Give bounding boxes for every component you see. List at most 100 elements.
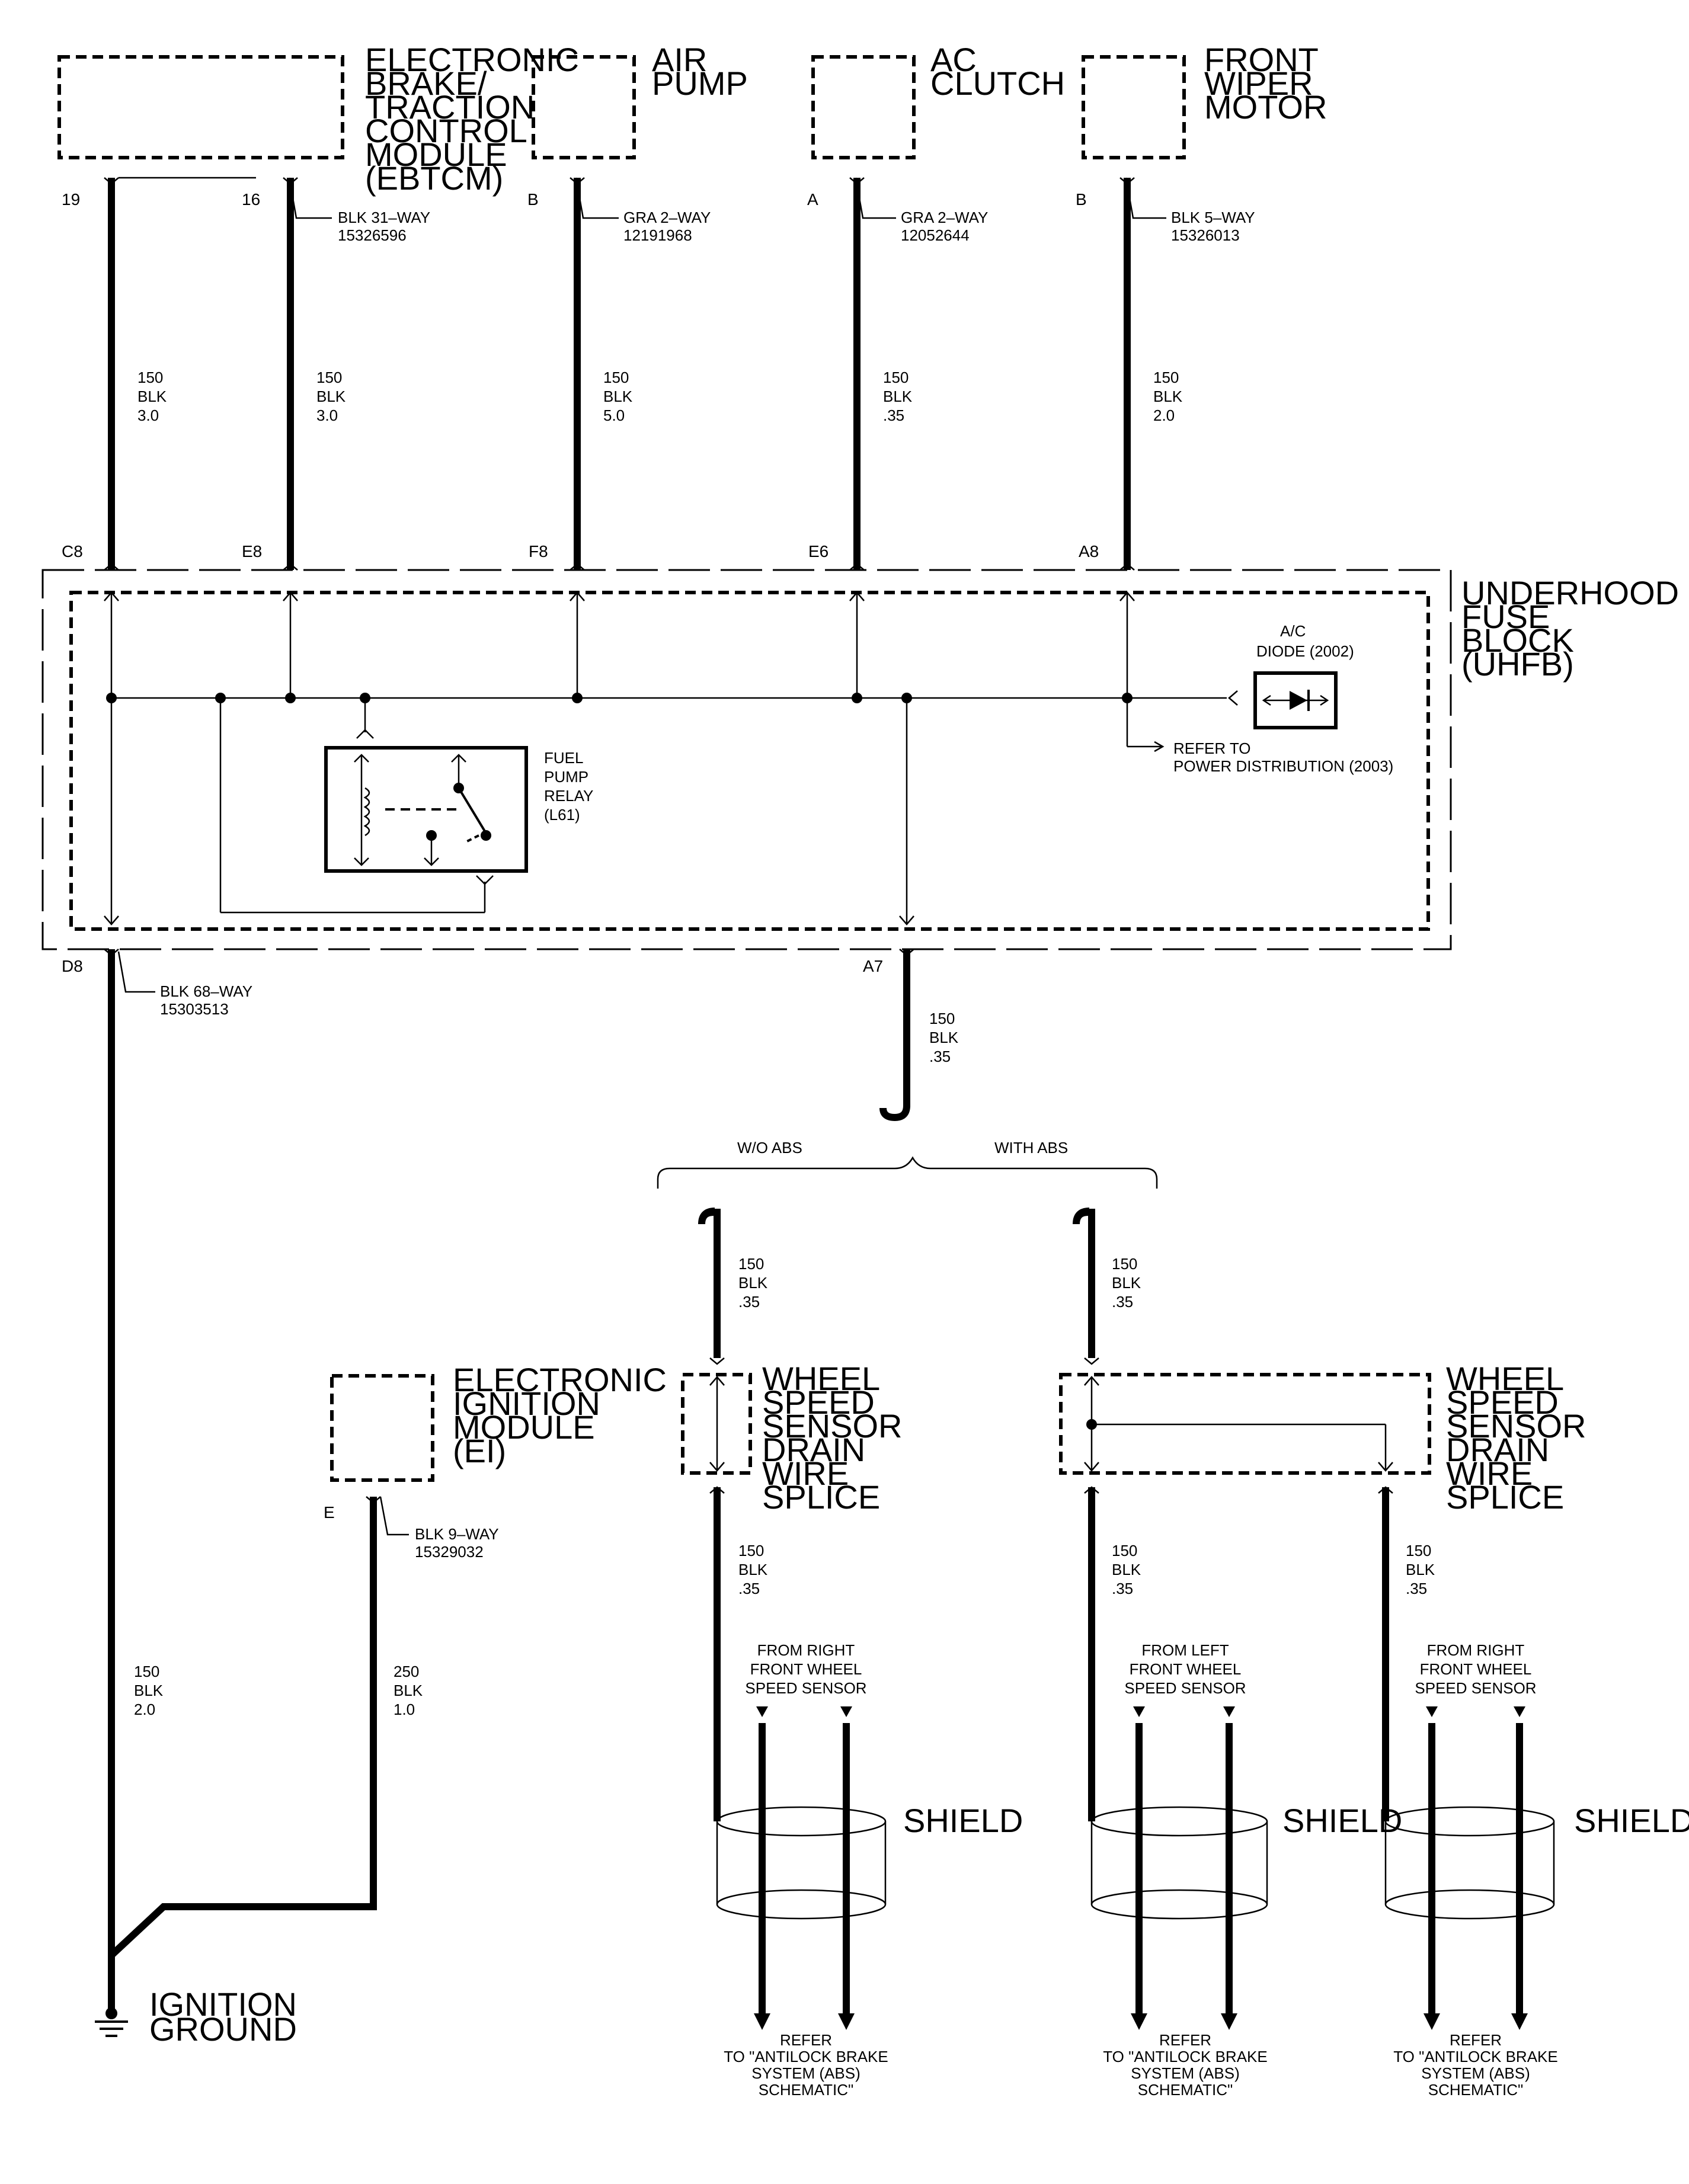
arrow-e8 [283, 591, 298, 601]
splice-withabs-label-6: SPLICE [1446, 1478, 1564, 1516]
relay-pin-top [356, 729, 374, 739]
wiper-connector-part: 15326013 [1171, 226, 1240, 244]
from-right-3-line2: FRONT WHEEL [1420, 1660, 1532, 1678]
b2-color: BLK [1112, 1561, 1141, 1578]
wiper-label-1: FRONT [1204, 41, 1319, 78]
withabs-top-color: BLK [1112, 1274, 1141, 1292]
branch-brace [657, 1156, 1158, 1189]
ebtcm-box [57, 55, 344, 159]
wiper-label-2: WIPER [1204, 65, 1313, 102]
relay-contact-no [481, 830, 491, 841]
chevron-a8 [1119, 563, 1135, 571]
d8-circuit: 150 [134, 1663, 159, 1680]
pin-a8: A8 [1079, 542, 1099, 561]
uhfb-bottom-connector-leader [117, 951, 155, 993]
b3-size: .35 [1406, 1580, 1427, 1597]
ebtcm-label-6: (EBTCM) [365, 159, 503, 197]
from-left-marker-a [1133, 1706, 1145, 1717]
ebtcm-connector-type: BLK 31–WAY [338, 209, 430, 226]
b3-circuit: 150 [1406, 1542, 1431, 1559]
splice-woabs-label-6: SPLICE [762, 1478, 880, 1516]
shield-bottom-2 [1090, 1889, 1268, 1920]
splice-withabs-label-3: SENSOR [1446, 1407, 1586, 1445]
air-pump-connector-part: 12191968 [623, 226, 692, 244]
relay-pin-bottom [476, 875, 494, 885]
chevron-splice-withabs-top [1084, 1357, 1099, 1365]
ground-node [105, 2007, 117, 2019]
splice-withabs-arrow-right [1378, 1462, 1393, 1472]
splice-dot-8 [1122, 693, 1133, 703]
ei-label-4: (EI) [453, 1432, 506, 1469]
from-right-1-line3: SPEED SENSOR [745, 1679, 866, 1697]
splice-woabs-label-5: WIRE [762, 1455, 849, 1492]
w2-circuit: 150 [316, 369, 342, 386]
a7-color: BLK [929, 1029, 959, 1046]
ac-clutch-box [811, 55, 916, 159]
refer-abs-2-line1: REFER [1159, 2031, 1211, 2049]
ebtcm-label-5: MODULE [365, 136, 507, 173]
splice-woabs-label-1: WHEEL [762, 1360, 880, 1397]
b2-size: .35 [1112, 1580, 1133, 1597]
shield-top-3 [1384, 1806, 1555, 1837]
woabs-top-color: BLK [738, 1274, 768, 1292]
w5-size: 2.0 [1153, 406, 1175, 424]
shield-group-2: 150 BLK .35 FROM LEFT FRONT WHEEL SPEED … [1084, 1486, 1402, 2099]
withabs-break-hook [1073, 1208, 1090, 1225]
uhfb-inner-box [69, 591, 1430, 931]
ebtcm-label-1: ELECTRONIC [365, 41, 579, 78]
from-left-line1: FROM LEFT [1141, 1641, 1229, 1659]
splice-dot-1 [106, 693, 117, 703]
splice-box-withabs [1059, 1373, 1431, 1475]
refer-abs-1-line1: REFER [780, 2031, 832, 2049]
chevron-wiper [1119, 177, 1135, 185]
diode-left-arrow [1262, 694, 1271, 706]
ground-icon [95, 2007, 128, 2037]
shield-group-1: 150 BLK .35 FROM RIGHT FRONT WHEEL SPEED… [709, 1486, 1023, 2099]
ac-clutch-label-2: CLUTCH [930, 65, 1065, 102]
ei-size: 1.0 [394, 1701, 415, 1718]
diode-right-arrow [1320, 694, 1329, 706]
refer-abs-3-line3: SYSTEM (ABS) [1421, 2064, 1530, 2082]
a7-size: .35 [929, 1048, 951, 1065]
w4-color: BLK [883, 388, 913, 405]
chevron-b2 [1084, 1486, 1099, 1494]
arrow-e6 [849, 591, 865, 601]
wiper-connector-type: BLK 5–WAY [1171, 209, 1255, 226]
uhfb-label-2: FUSE [1461, 598, 1550, 635]
pin-d8: D8 [62, 957, 83, 975]
refer-abs-2-line4: SCHEMATIC" [1138, 2081, 1233, 2099]
refer-power-2: POWER DISTRIBUTION (2003) [1173, 757, 1393, 775]
branch-with-abs: WITH ABS [994, 1139, 1068, 1157]
splice-dot-3 [285, 693, 296, 703]
relay-label-2: PUMP [544, 768, 588, 786]
w3-size: 5.0 [603, 406, 625, 424]
splice-woabs-arrow-top [709, 1376, 725, 1386]
splice-woabs-arrow-bottom [709, 1462, 725, 1472]
ei-label-3: MODULE [453, 1408, 595, 1446]
ebtcm-connector-part: 15326596 [338, 226, 407, 244]
wire-label-5: 150 BLK 2.0 [1153, 369, 1183, 424]
arrow-sensor-1b [838, 2013, 855, 2030]
refer-abs-2-line2: TO "ANTILOCK BRAKE [1103, 2048, 1267, 2065]
refer-abs-1-line3: SYSTEM (ABS) [751, 2064, 860, 2082]
arrow-a7 [899, 915, 914, 926]
woabs-top-size: .35 [738, 1293, 760, 1311]
w5-color: BLK [1153, 388, 1183, 405]
splice-withabs-label-4: DRAIN [1446, 1431, 1549, 1468]
relay-coil-arrow-bottom [354, 857, 369, 866]
from-right-1-marker-b [840, 1706, 852, 1717]
shield-label-3: SHIELD [1574, 1802, 1689, 1839]
b3-color: BLK [1406, 1561, 1435, 1578]
ac-clutch-connector-type: GRA 2–WAY [901, 209, 988, 226]
arrow-sensor-3b [1511, 2013, 1528, 2030]
from-right-3-marker-b [1514, 1706, 1525, 1717]
shield-bottom-1 [716, 1889, 887, 1920]
ei-connector-part: 15329032 [415, 1543, 484, 1561]
air-pump-connector-type: GRA 2–WAY [623, 209, 711, 226]
chevron-acclutch [849, 177, 865, 185]
ground-label-1: IGNITION [149, 1986, 297, 2023]
relay-coil-icon [363, 787, 370, 837]
w3-circuit: 150 [603, 369, 629, 386]
